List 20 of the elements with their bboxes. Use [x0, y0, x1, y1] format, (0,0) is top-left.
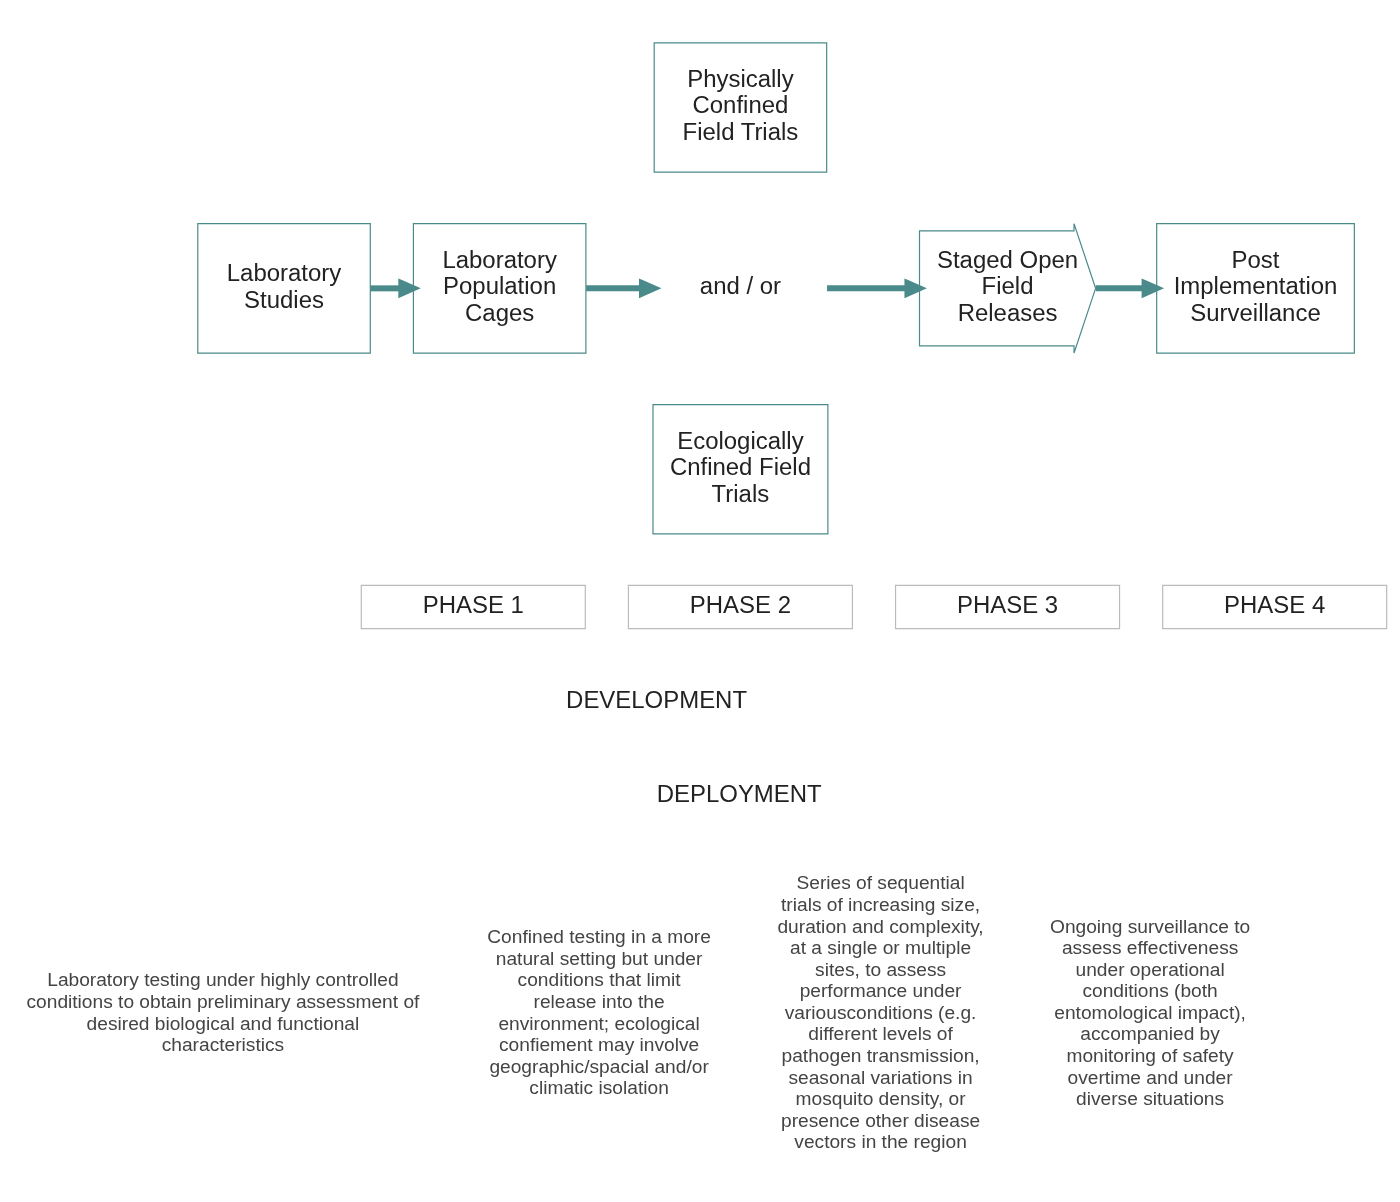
node-text: and / or — [699, 272, 782, 300]
label: Ongoing surveillance to assess effectiveness under operational conditions (both entomological impact), accompanied by monitoring of safety overtime and under diverse situations — [1050, 915, 1251, 1110]
label: PHASE 3 — [956, 590, 1059, 618]
label: DEVELOPMENT — [566, 685, 748, 713]
arrow — [586, 278, 662, 299]
label: PHASE 2 — [689, 590, 791, 618]
node-box: Ecologically Cnfined Field Trials — [652, 403, 829, 535]
label: PHASE 1 — [422, 590, 524, 618]
arrow — [1095, 278, 1165, 299]
label: DEPLOYMENT — [656, 780, 822, 808]
node-box: Physically Confined Field Trials — [653, 42, 828, 173]
label: PHASE 4 — [1224, 590, 1326, 618]
arrow — [370, 278, 421, 299]
node-box: Laboratory Population Cages — [412, 223, 587, 354]
arrow — [827, 278, 927, 299]
label: Laboratory testing under highly controlled conditions to obtain preliminary assessment of desired biological and functional characteristics — [26, 969, 420, 1056]
label: Confined testing in a more natural setting but under conditions that limit release into the environment; ecological confiement may involve geographic/spacial and/or climatic isolation — [487, 926, 711, 1099]
label: Series of sequential trials of increasing size, duration and complexity, at a single or multiple sites, to assess performance under variousconditions (e.g. different levels of pathogen transmission, seasonal variations in mosquito density, or presence other disease vectors in the region — [777, 872, 984, 1153]
node-box: Laboratory Studies — [197, 223, 371, 354]
node-box: Post Implementation Surveillance — [1156, 223, 1355, 354]
